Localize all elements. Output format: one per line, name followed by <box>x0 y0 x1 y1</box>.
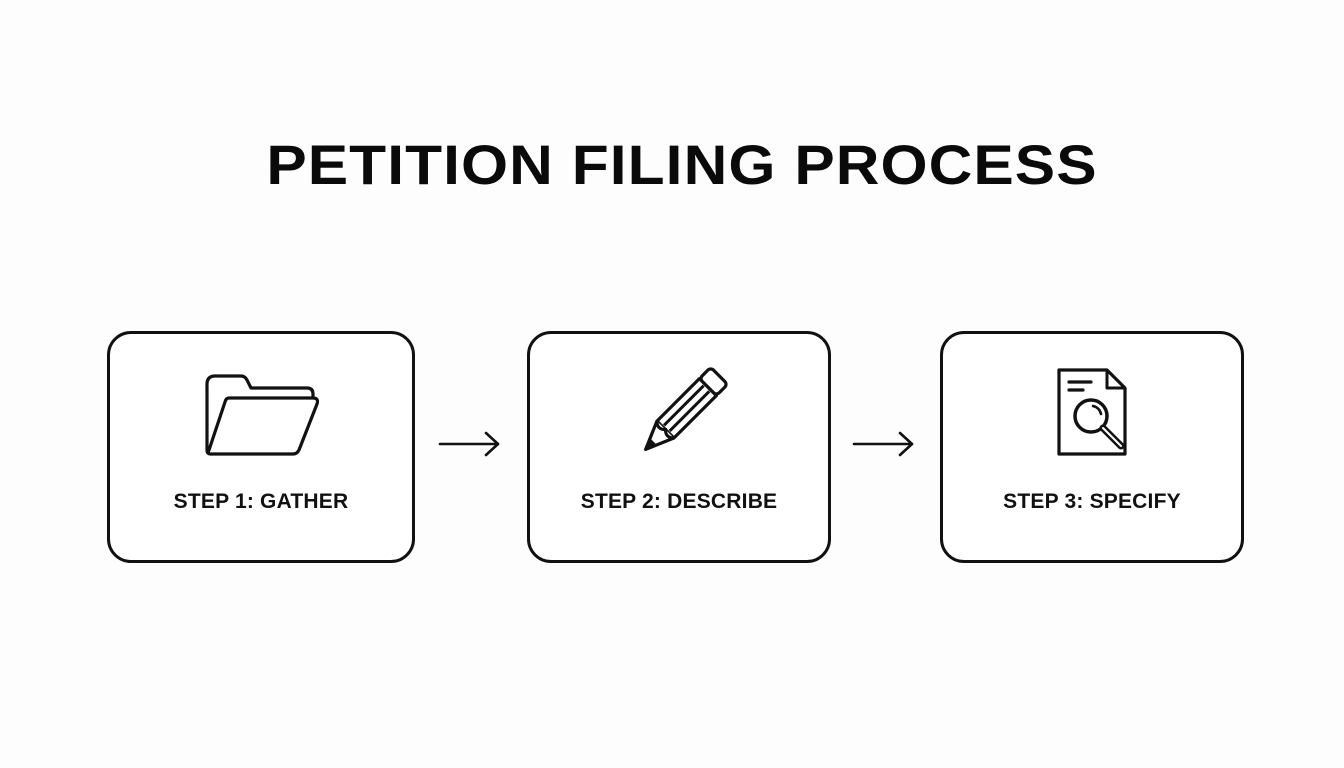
step-1-label: STEP 1: GATHER <box>173 490 349 513</box>
arrow-right-icon <box>852 428 918 465</box>
diagram-title: PETITION FILING PROCESS <box>266 133 1098 196</box>
step-2-box: STEP 2: DESCRIBE <box>527 331 831 563</box>
arrow-right-icon <box>438 428 504 465</box>
step-3-box: STEP 3: SPECIFY <box>940 331 1244 563</box>
step-1-box: STEP 1: GATHER <box>107 331 415 563</box>
folder-icon <box>201 370 321 463</box>
pencil-icon <box>631 364 731 469</box>
step-2-label: STEP 2: DESCRIBE <box>580 490 778 513</box>
document-search-icon <box>1053 366 1139 469</box>
step-3-label: STEP 3: SPECIFY <box>1003 490 1181 513</box>
